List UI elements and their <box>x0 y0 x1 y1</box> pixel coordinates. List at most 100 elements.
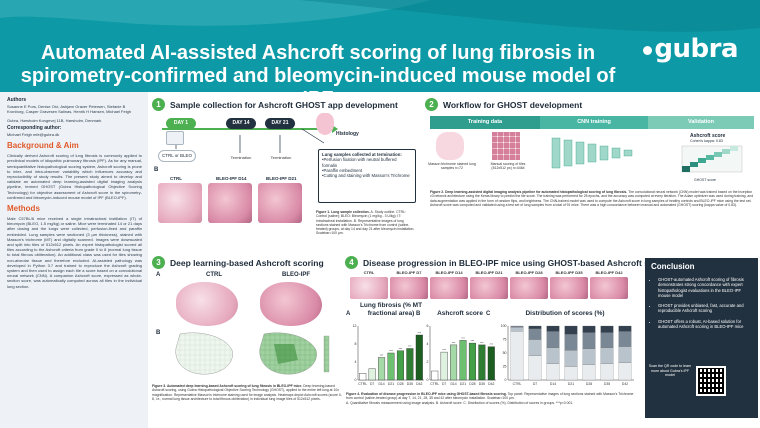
section-3-title: Deep learning-based Ashcroft scoring <box>170 257 324 268</box>
figure-2-caption: Figure 2. Deep learning-assisted digital… <box>430 190 755 207</box>
background-title: Background & Aim <box>7 141 79 151</box>
y-tick-label: 50 <box>503 351 507 355</box>
x-tick-label: CTRL <box>513 382 522 386</box>
stacked-bar-segment <box>600 347 614 364</box>
x-tick-label: D21 <box>460 382 466 386</box>
conclusion-item: GHOST provides unbiased, fast, accurate … <box>658 303 752 314</box>
section-4-title: Disease progression in BLEO-IPF mice usi… <box>363 257 675 268</box>
termination-label-1: Termination <box>230 155 252 160</box>
y-tick-label: 75 <box>503 338 507 342</box>
bleo-d21-column-label: BLEO-IPF D21 <box>266 176 297 181</box>
bar <box>478 344 486 381</box>
histology-d14 <box>430 277 468 299</box>
lung-sample-label: Masson trichrome stained lung samples n=… <box>428 162 476 170</box>
x-tick-label: D35 <box>479 382 485 386</box>
y-tick-label: 0 <box>505 378 507 382</box>
figure-1-text: A. Study outline. CTRL: Control (saline)… <box>316 210 415 236</box>
bar <box>396 350 404 381</box>
section-2-number: 2 <box>425 98 438 111</box>
stacked-bar-segment <box>582 348 596 365</box>
stacked-bar-segment <box>600 325 614 333</box>
x-tick-label: D21 <box>388 382 394 386</box>
panel-3a-label: A <box>156 272 161 278</box>
qr-code[interactable] <box>696 366 726 396</box>
qr-code-pattern <box>698 368 724 394</box>
day-1-pill: DAY 1 <box>166 118 196 129</box>
figure-4-text: Top panel: Representative images of lung… <box>346 392 634 401</box>
x-tick-label: D14 <box>550 382 556 386</box>
stacked-bar-segment <box>618 362 632 381</box>
panel-b-label: B <box>154 167 159 173</box>
x-tick-label: CTRL <box>358 382 367 386</box>
banner-wave-decoration <box>0 0 760 32</box>
figure-2-title: Figure 2. Deep learning-assisted digital… <box>430 190 628 194</box>
termination-label-2: Termination <box>270 155 292 160</box>
x-tick-label: D35 <box>407 382 413 386</box>
section-4-number: 4 <box>345 256 358 269</box>
histology-d28 <box>510 277 548 299</box>
chart-b-ashcroft-score: 0246CTRL***D7***D14***D21***D28***D35***… <box>427 324 496 386</box>
bar <box>415 334 423 381</box>
stacked-bar-segment <box>510 326 524 332</box>
conclusion-item: GHOST offers a robust, AI-based solution… <box>658 319 752 330</box>
chart-c-title: Distribution of scores (%) <box>525 310 605 317</box>
stacked-bar-segment <box>528 328 542 340</box>
x-tick-label: CTRL <box>430 382 439 386</box>
figure-2-text: The convolutional neural network (CNN) m… <box>430 190 754 207</box>
x-tick-label: D42 <box>488 382 494 386</box>
figure-3-caption: Figure 3. Automated deep learning-based … <box>152 384 342 401</box>
stacked-bar-segment <box>546 331 560 348</box>
significance-label: *** <box>418 331 422 335</box>
logo-text: gubra <box>654 34 738 64</box>
gubra-logo: gubra <box>643 34 738 64</box>
col-d35-label: BLEO-IPF D35 <box>555 270 583 275</box>
bar <box>431 370 439 381</box>
stacked-bar-segment <box>564 350 578 367</box>
authors-text: Susanne E Pors, Denise Oró, Ashjørn Grav… <box>7 104 132 115</box>
ctrl-lung-image <box>176 282 238 326</box>
mouse-icon <box>166 131 184 145</box>
ctrl-bleo-label: CTRL or BLEO <box>158 150 196 162</box>
authors-heading: Authors <box>7 97 27 103</box>
x-tick-label: D35 <box>604 382 610 386</box>
significance-label: *** <box>480 341 484 345</box>
y-tick-label: 4 <box>427 342 429 346</box>
panel-3b-label: B <box>156 330 161 336</box>
stacked-bar-segment <box>564 334 578 351</box>
stacked-bar-segment <box>582 325 596 333</box>
section-4-header: 4 Disease progression in BLEO-IPF mice u… <box>345 256 675 269</box>
histology-image-bleo-d14 <box>208 183 252 223</box>
significance-label: *** <box>380 354 384 358</box>
histology-label: Histology <box>336 131 359 137</box>
ghost-score-axis-label: GHOST score <box>694 178 716 182</box>
chart-c-label: C <box>486 311 491 317</box>
figure-3-title: Figure 3. Automated deep learning-based … <box>152 384 303 388</box>
manual-scoring-label: Manual scoring of tiles (512x512 px) n=4… <box>490 162 526 170</box>
title-banner: Automated AI-assisted Ashcroft scoring o… <box>0 0 760 92</box>
day-14-pill: DAY 14 <box>226 118 256 129</box>
ashcroft-heatmap-grids <box>175 332 330 375</box>
conclusion-title: Conclusion <box>651 262 695 271</box>
significance-label: *** <box>399 347 403 351</box>
stacked-bar-segment <box>528 339 542 356</box>
left-column: Authors Susanne E Pors, Denise Oró, Ashj… <box>0 92 148 428</box>
background-text: Clinically derived Ashcroft scoring of l… <box>7 153 142 200</box>
bleo-d14-column-label: BLEO-IPF D14 <box>216 176 247 181</box>
y-tick-label: 12 <box>353 324 357 328</box>
x-tick-label: D28 <box>469 382 475 386</box>
corresponding-heading: Corresponding author: <box>7 124 62 131</box>
significance-label: *** <box>442 348 446 352</box>
x-tick-label: D14 <box>450 382 456 386</box>
figure-3-text: Deep learning-based Ashcroft scoring, us… <box>152 384 342 401</box>
col-d14-label: BLEO-IPF D14 <box>435 270 463 275</box>
stacked-bar-segment <box>618 331 632 347</box>
figure-4-title: Figure 4. Evaluation of disease progress… <box>346 392 507 396</box>
x-tick-label: D7 <box>442 382 446 386</box>
x-tick-label: D42 <box>416 382 422 386</box>
x-tick-label: D7 <box>370 382 374 386</box>
cnn-network-diagram <box>551 137 633 169</box>
lung-samples-item: •Paraffin embedment <box>322 167 363 173</box>
logo-dot-icon <box>643 46 653 55</box>
